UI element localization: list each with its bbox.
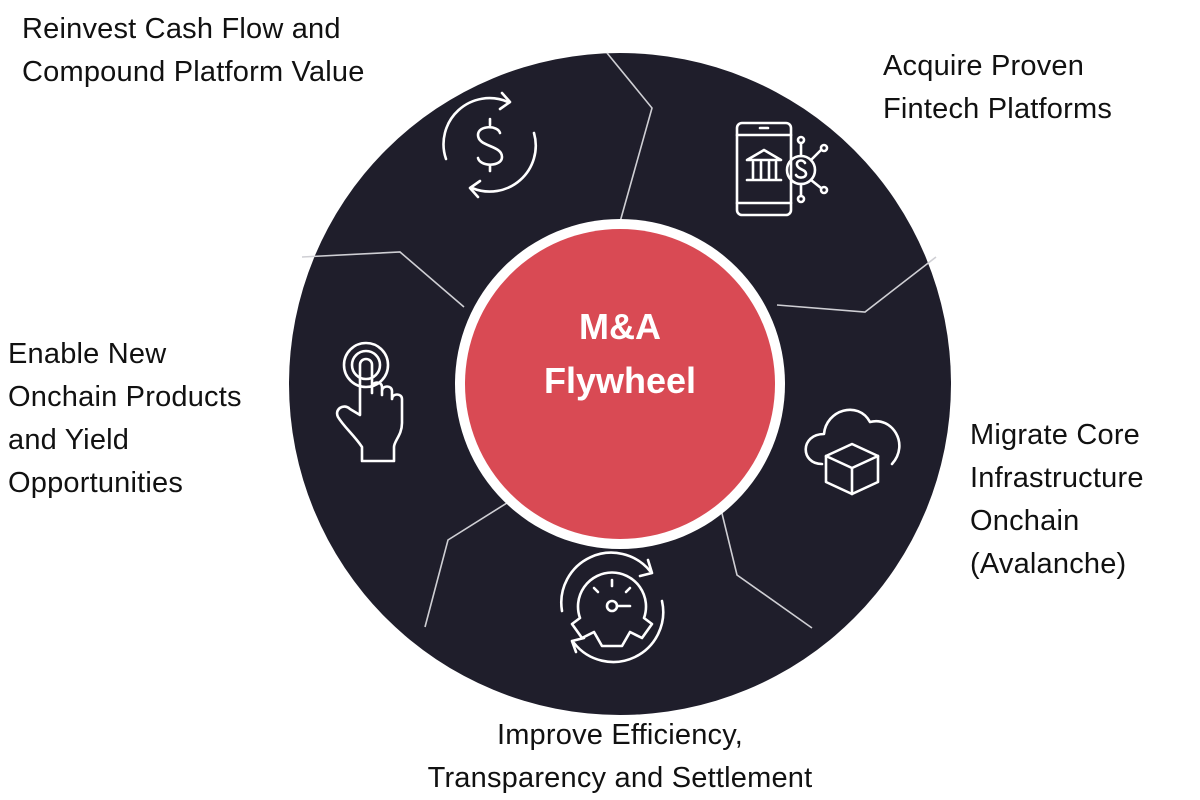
label-line: and Yield <box>8 424 130 456</box>
step-label-reinvest: Reinvest Cash Flow and Compound Platform… <box>22 8 365 94</box>
gauge-gear-cycle-icon <box>560 551 665 664</box>
center-title-line2: Flywheel <box>543 360 697 401</box>
divider-right <box>776 256 937 313</box>
center-hub <box>465 229 775 539</box>
step-label-enable: Enable New Onchain Products and Yield Op… <box>8 333 242 505</box>
label-line: Improve Efficiency, <box>496 719 744 751</box>
divider-bottom-left <box>424 490 527 628</box>
divider-bottom-right <box>717 496 813 629</box>
center-title: M&A Flywheel <box>463 300 777 408</box>
touch-hand-icon <box>335 341 404 463</box>
label-line: Fintech Platforms <box>883 93 1113 125</box>
step-label-migrate: Migrate Core Infrastructure Onchain (Ava… <box>970 414 1144 586</box>
label-line: Opportunities <box>8 467 184 499</box>
bank-app-icon <box>735 121 829 217</box>
segment-dividers <box>301 52 937 629</box>
label-line: (Avalanche) <box>970 548 1127 580</box>
label-line: Infrastructure <box>970 462 1144 494</box>
label-line: Compound Platform Value <box>22 56 365 88</box>
step-label-acquire: Acquire Proven Fintech Platforms <box>883 45 1112 131</box>
label-line: Migrate Core <box>970 419 1141 451</box>
label-line: Onchain <box>970 505 1080 537</box>
cloud-cube-icon <box>804 408 901 496</box>
divider-top <box>606 52 653 223</box>
label-line: Acquire Proven <box>883 50 1085 82</box>
step-label-improve: Improve Efficiency, Transparency and Set… <box>402 714 838 800</box>
label-line: Transparency and Settlement <box>427 762 813 794</box>
label-line: Onchain Products <box>8 381 242 413</box>
label-line: Enable New <box>8 338 167 370</box>
center-title-line1: M&A <box>579 306 661 347</box>
divider-left <box>301 251 465 308</box>
dollar-cycle-icon <box>442 91 538 199</box>
label-line: Reinvest Cash Flow and <box>22 13 341 45</box>
